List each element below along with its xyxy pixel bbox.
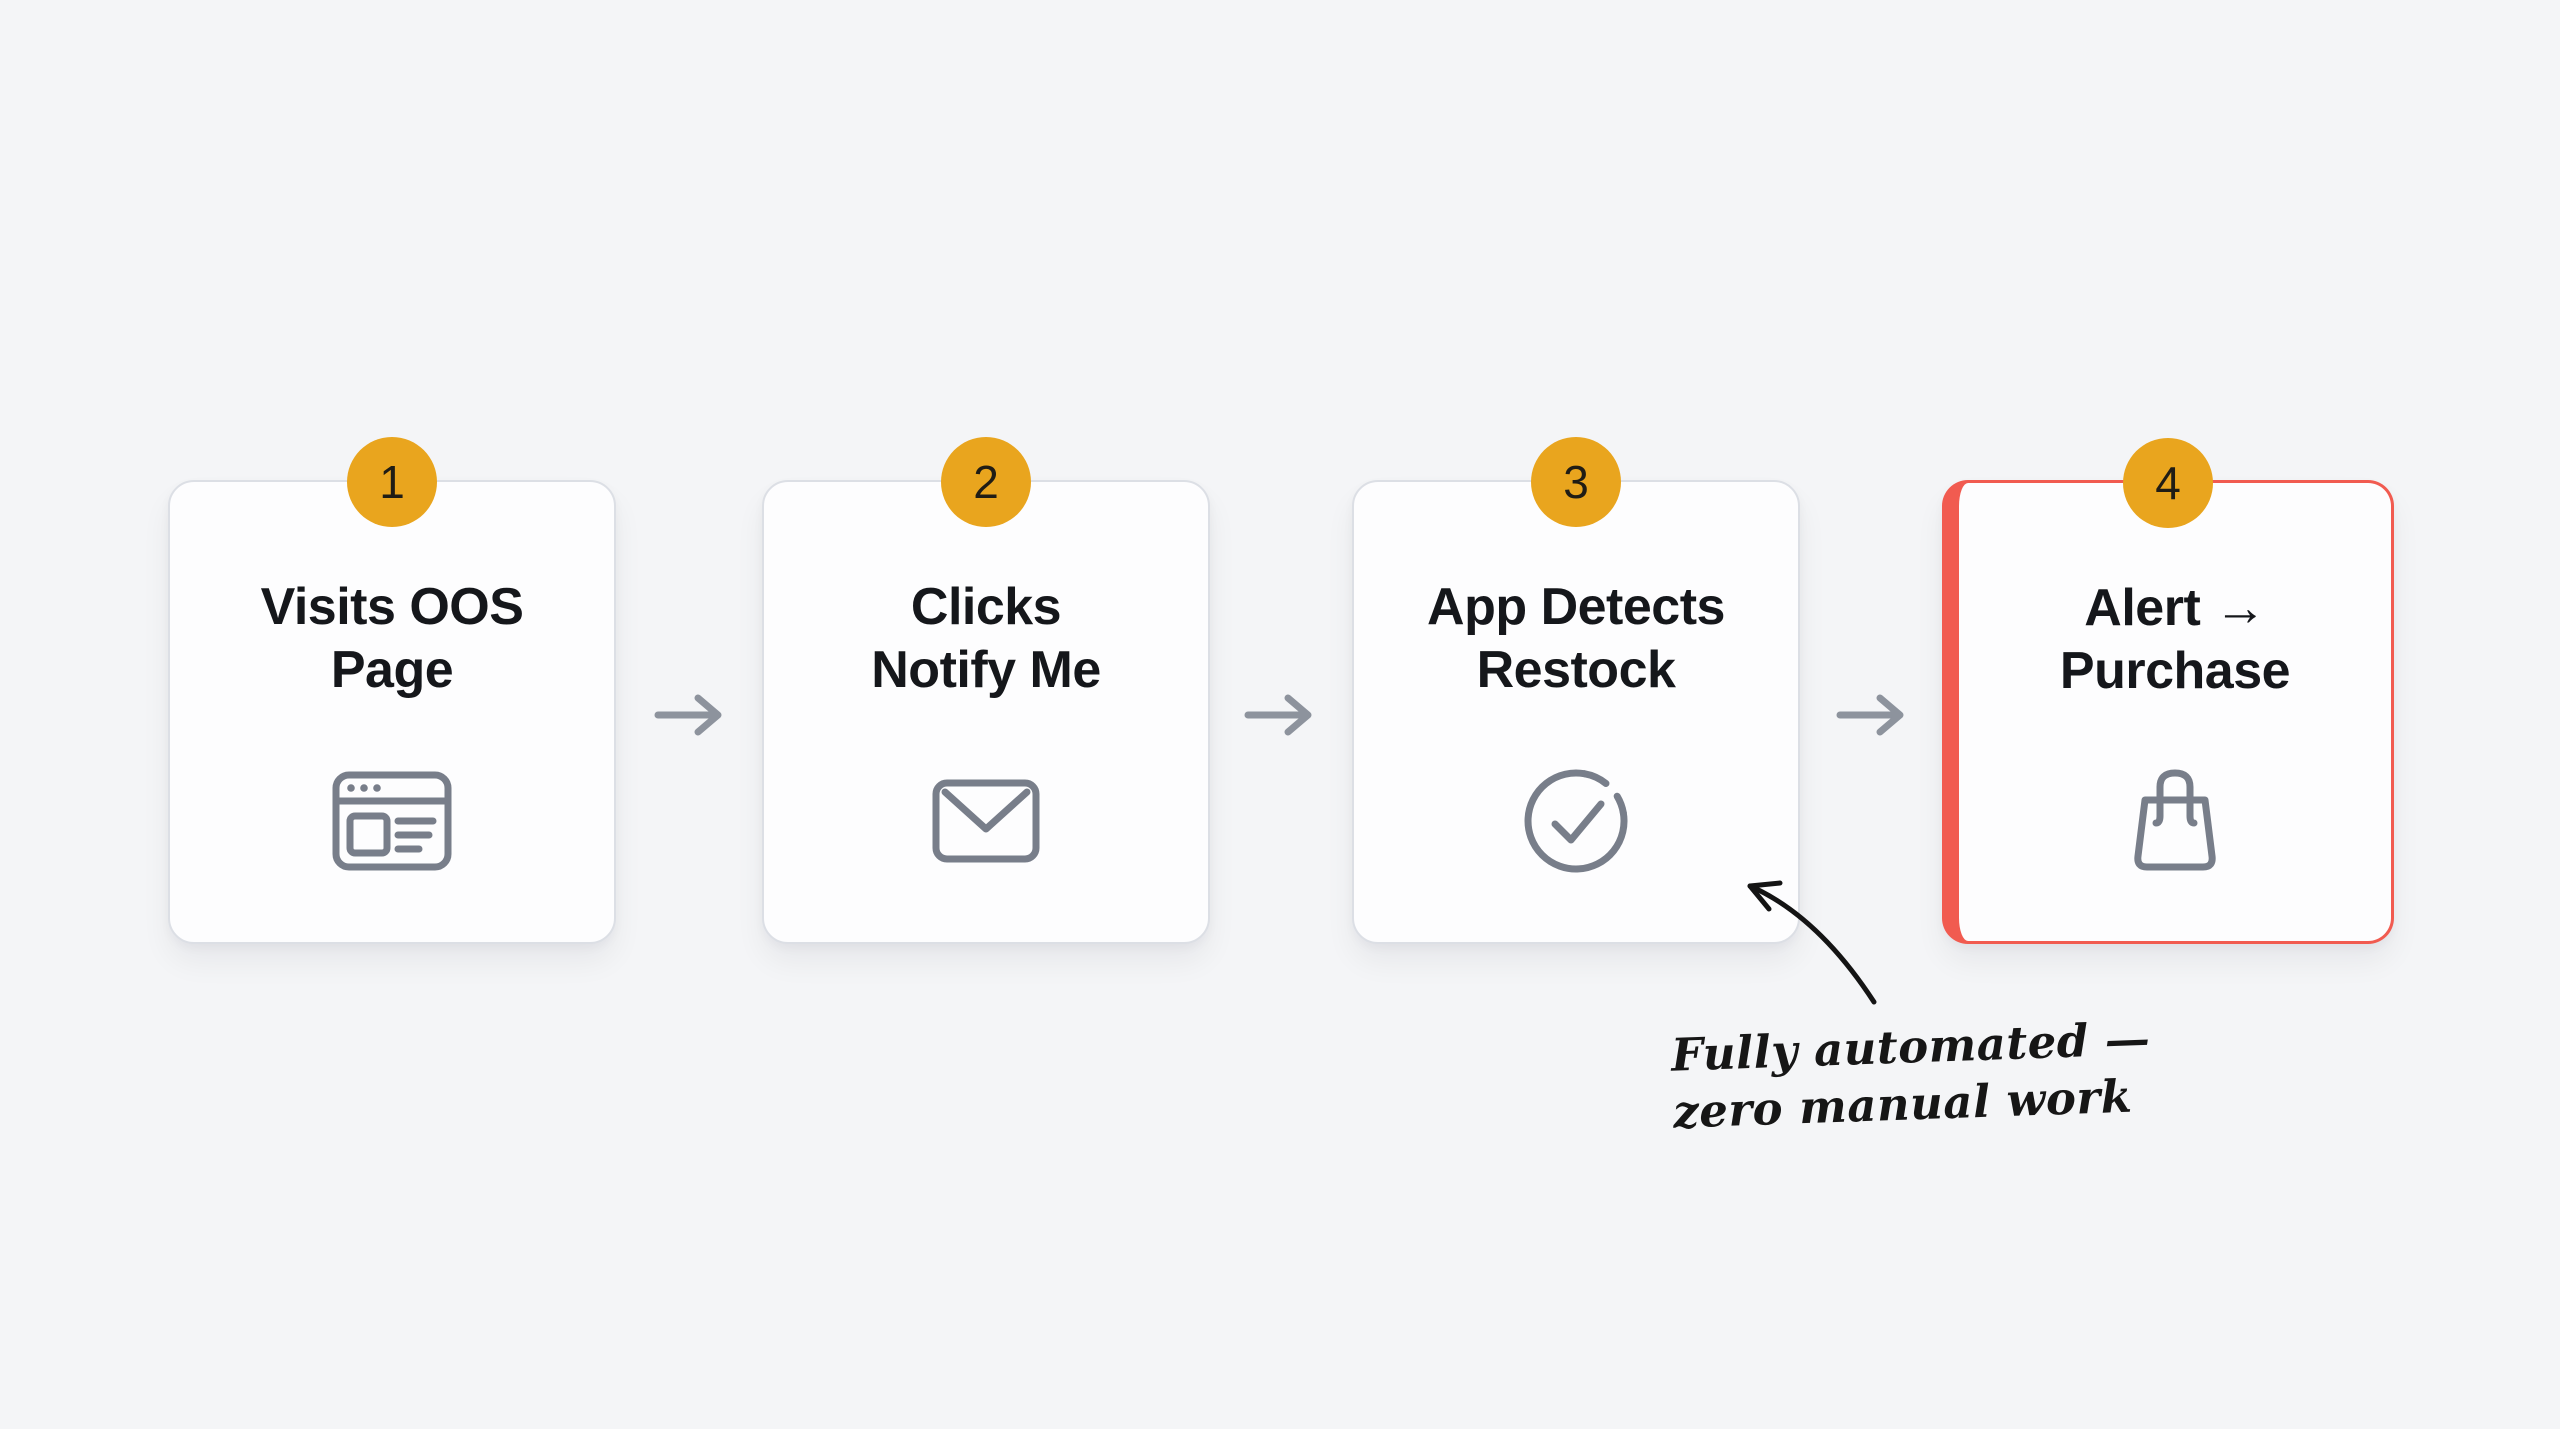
arrow-right-icon (1242, 686, 1318, 744)
step-title: Alert → Purchase (2059, 577, 2291, 703)
step-number-badge: 1 (347, 437, 437, 527)
step-title-line: Alert → (2084, 579, 2266, 637)
arrow-right-icon (1834, 686, 1910, 744)
envelope-icon (932, 746, 1040, 896)
step-title: Clicks Notify Me (871, 576, 1101, 702)
step-number-badge: 4 (2123, 438, 2213, 528)
annotation-text: Fully automated — zero manual work (1670, 1009, 2174, 1140)
step-number-badge: 3 (1531, 437, 1621, 527)
step-title-line: Notify Me (871, 641, 1101, 699)
step-card-clicks-notify-me: 2 Clicks Notify Me (762, 437, 1210, 944)
step-title-line: App Detects (1427, 578, 1725, 636)
curved-arrow-icon (1722, 858, 1892, 1010)
step-title: App Detects Restock (1427, 576, 1725, 702)
step-card-app-detects-restock: 3 App Detects Restock (1352, 437, 1800, 944)
arrow-right-icon (652, 686, 728, 744)
step-title-line: Clicks (910, 578, 1062, 636)
step-card-alert-purchase: 4 Alert → Purchase (1942, 438, 2394, 944)
shopping-bag-icon (2123, 747, 2227, 897)
step-card-visits-oos-page: 1 Visits OOS Page (168, 437, 616, 944)
step-title-line: Purchase (2059, 642, 2291, 700)
step-title-line: Restock (1476, 641, 1676, 699)
step-number-badge: 2 (941, 437, 1031, 527)
browser-window-icon (331, 746, 453, 896)
step-title: Visits OOS Page (261, 576, 524, 702)
step-title-line: Visits OOS (260, 578, 524, 636)
check-circle-icon (1520, 746, 1632, 896)
step-title-line: Page (330, 641, 454, 699)
